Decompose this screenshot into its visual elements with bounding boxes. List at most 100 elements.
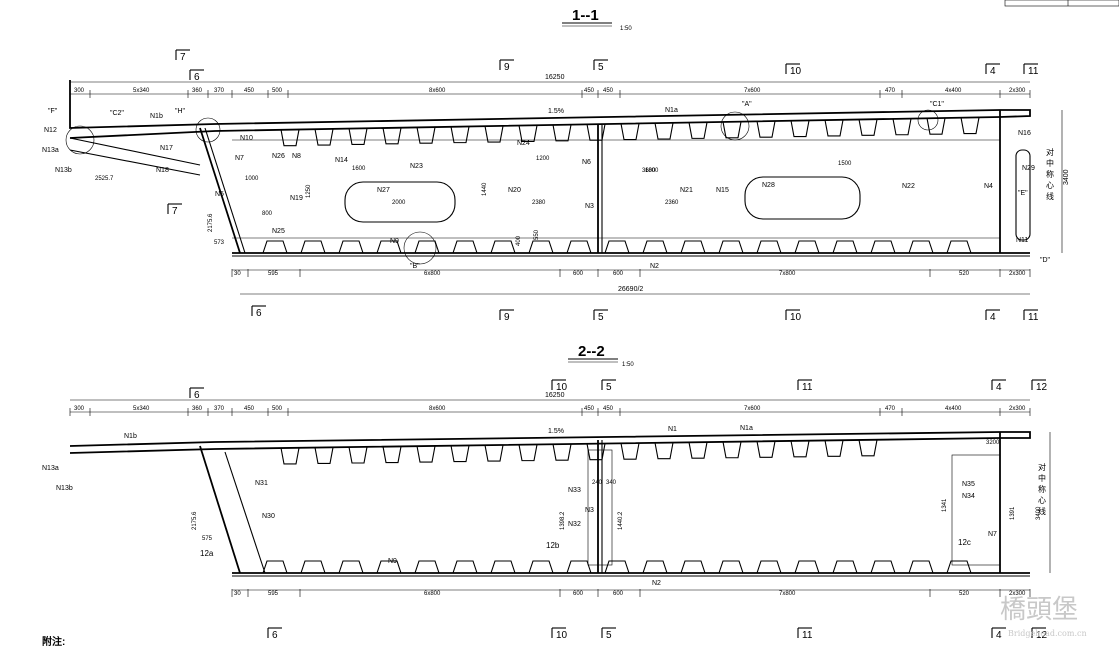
dim-label: 470	[885, 406, 896, 412]
dim-label: 2175.6	[192, 511, 198, 530]
bottom-u-rib	[566, 560, 592, 574]
dim-label: 575	[202, 536, 213, 542]
dim-label: 8x600	[429, 88, 446, 94]
detail-circle-H	[195, 117, 221, 143]
inclined-web	[199, 127, 241, 254]
bottom-u-rib	[338, 560, 364, 574]
cut-mark-label: 6	[194, 390, 200, 401]
dim-label: 30	[234, 271, 241, 277]
top-u-rib	[620, 123, 640, 141]
top-u-rib	[348, 446, 368, 464]
dim-label: 520	[959, 591, 970, 597]
manhole-left	[344, 181, 456, 223]
dim-label: 360	[192, 88, 203, 94]
cut-mark-label: 9	[504, 312, 510, 323]
dim-label: 2x300	[1009, 406, 1026, 412]
dim-label: 450	[584, 88, 595, 94]
bottom-u-rib	[908, 560, 934, 574]
dim-label: 370	[214, 88, 225, 94]
top-u-rib	[484, 444, 504, 462]
cut-mark-label: 11	[802, 382, 813, 393]
bottom-u-rib	[794, 560, 820, 574]
top-u-rib	[722, 441, 742, 459]
bottom-u-rib	[832, 240, 858, 254]
member-label: N13a	[42, 147, 59, 154]
dim-label: 1440	[482, 182, 488, 196]
dim-label: 600	[573, 271, 584, 277]
plate-label-12c: 12c	[958, 538, 971, 547]
cut-mark-label: 4	[990, 312, 996, 323]
end-cell	[1015, 149, 1031, 241]
dim-label: 2360	[665, 200, 679, 206]
bottom-u-rib	[832, 560, 858, 574]
dim-label: 6x800	[424, 271, 441, 277]
top-u-rib	[756, 121, 776, 138]
dim-label: 1600	[352, 166, 366, 172]
detail-label-E: "E"	[1018, 190, 1028, 197]
dim-label: 1800	[645, 168, 659, 174]
member-label: N13b	[55, 167, 72, 174]
bottom-u-rib	[756, 240, 782, 254]
dim-label: 8x600	[429, 406, 446, 412]
manhole-right	[744, 176, 861, 220]
detail-circle-F	[65, 125, 95, 155]
dim-label: 2x300	[1009, 591, 1026, 597]
top-u-rib	[450, 126, 470, 144]
top-u-rib	[382, 127, 402, 145]
top-u-rib	[926, 118, 946, 135]
member-label: N32	[568, 521, 581, 528]
dim-label: 595	[268, 591, 279, 597]
dim-label: 573	[214, 240, 225, 246]
member-label: N7	[235, 155, 244, 162]
cut-mark-label: 12	[1036, 382, 1048, 393]
member-label: N12	[44, 127, 57, 134]
dim-label: 1391	[1010, 506, 1016, 520]
member-label: N11	[1016, 237, 1028, 244]
top-u-rib	[280, 129, 300, 147]
member-label: N35	[962, 481, 975, 488]
member-label: N3	[585, 507, 594, 514]
bottom-u-rib	[870, 240, 896, 254]
top-u-rib	[756, 441, 776, 458]
dim-label: 600	[613, 271, 624, 277]
dim-label: 600	[573, 591, 584, 597]
dim-label: 450	[603, 88, 614, 94]
top-u-rib	[790, 440, 810, 458]
member-label: N7	[988, 531, 997, 538]
member-label: N26	[272, 153, 285, 160]
top-u-rib	[552, 124, 572, 142]
top-u-rib	[790, 120, 810, 138]
cut-mark-label: 4	[996, 630, 1002, 641]
dim-label: 300	[74, 406, 85, 412]
member-label: N27	[377, 187, 390, 194]
bottom-u-rib	[908, 240, 934, 254]
member-label: N8	[292, 153, 301, 160]
bottom-u-rib	[718, 240, 744, 254]
top-u-rib	[314, 128, 334, 146]
top-u-rib	[450, 445, 470, 463]
dim-label: 3600	[642, 168, 656, 174]
u-ribs	[262, 439, 972, 574]
dim-label: 340	[606, 480, 617, 486]
bottom-u-rib	[262, 560, 288, 574]
bottom-u-rib	[414, 240, 440, 254]
cut-mark-label: 10	[556, 382, 568, 393]
bottom-u-rib	[300, 560, 326, 574]
cut-mark-label: 5	[606, 630, 612, 641]
total-width-label: 16250	[545, 74, 565, 81]
member-label: N33	[568, 487, 581, 494]
dim-label: 2380	[532, 200, 546, 206]
top-deck-plate	[69, 431, 1031, 454]
detail-circle-C1	[917, 109, 939, 131]
top-u-rib	[382, 446, 402, 464]
top-u-rib	[518, 125, 538, 142]
dim-label: 5x340	[133, 406, 150, 412]
bottom-u-rib	[300, 240, 326, 254]
top-u-rib	[722, 121, 742, 139]
member-label: N1a	[665, 107, 678, 114]
dim-label: 450	[244, 88, 255, 94]
